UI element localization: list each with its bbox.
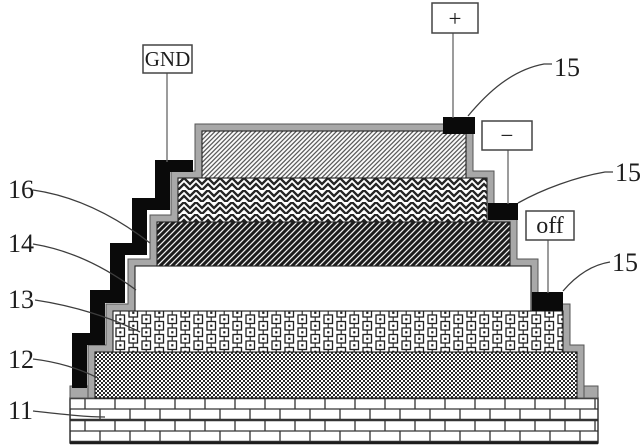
off-terminal-label: off xyxy=(536,213,564,239)
ref-label-11: 11 xyxy=(8,396,33,425)
leader-16 xyxy=(32,189,151,244)
contact-15-plus xyxy=(443,117,475,134)
layer-herringbone xyxy=(177,177,488,223)
leader-15-plus xyxy=(467,63,552,117)
off-terminal: off xyxy=(525,210,575,241)
gnd-terminal: GND xyxy=(142,44,193,74)
layer-13-squares xyxy=(112,310,564,353)
ref-label-13: 13 xyxy=(8,285,34,314)
leader-15-minus xyxy=(517,171,613,204)
gnd-terminal-label: GND xyxy=(145,47,191,71)
ref-label-15-plus: 15 xyxy=(554,53,580,82)
contact-15-minus xyxy=(488,203,518,220)
layer-11-substrate xyxy=(69,397,599,444)
layer-16-stepped-electrode xyxy=(72,160,193,388)
layer-top-slab xyxy=(201,130,467,179)
gnd-terminal-box xyxy=(142,44,193,74)
plus-terminal-box xyxy=(431,2,479,34)
ref-label-15-off: 15 xyxy=(612,248,638,277)
minus-terminal-box xyxy=(481,120,533,151)
layer-white xyxy=(134,265,532,312)
ref-label-16: 16 xyxy=(8,175,34,204)
leader-14 xyxy=(32,243,137,291)
leader-13 xyxy=(34,299,141,333)
layer-dense-hatch xyxy=(156,221,511,267)
contact-15-off xyxy=(532,292,563,311)
leader-12 xyxy=(32,358,99,379)
minus-terminal: − xyxy=(481,120,533,151)
minus-terminal-label: − xyxy=(501,123,514,148)
ref-label-15-minus: 15 xyxy=(615,158,640,187)
leader-11 xyxy=(32,410,106,418)
layer-12-checker xyxy=(94,351,578,399)
ref-label-12: 12 xyxy=(8,345,34,374)
plus-terminal: + xyxy=(431,2,479,34)
leader-lines xyxy=(32,63,613,418)
off-terminal-box xyxy=(525,210,575,241)
ref-label-14: 14 xyxy=(8,229,34,258)
plus-terminal-label: + xyxy=(449,6,462,31)
leader-15-off xyxy=(562,261,611,292)
